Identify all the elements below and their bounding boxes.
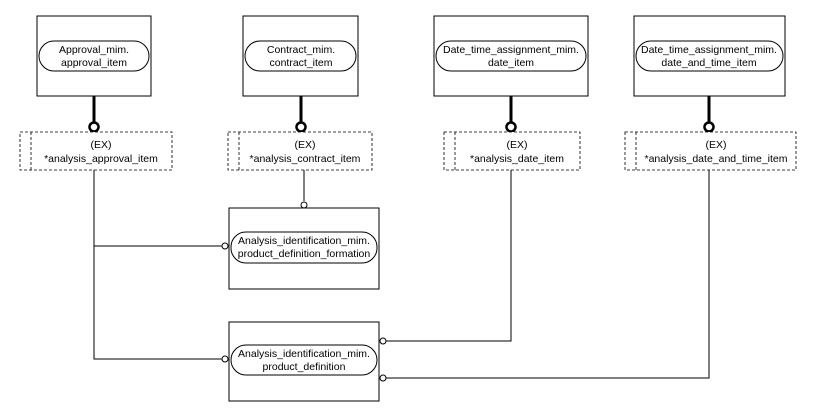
select-analysis-date-and-time-item: (EX) *analysis_date_and_time_item [624,131,797,171]
entity-contract-item-line2: contract_item [269,57,332,69]
entity-date-item-line2: date_item [488,57,534,69]
entity-pdf-line1: Analysis_identification_mim. [238,235,370,247]
entity-pd-line1: Analysis_identification_mim. [238,348,370,360]
relation-end-circle [379,337,387,345]
select-analysis-date-item: (EX) *analysis_date_item [443,131,581,171]
relation-end-circle [379,374,387,382]
relation-end-circle [295,121,307,133]
entity-approval-item-line2: approval_item [61,57,127,69]
select-contract-name: *analysis_contract_item [250,153,361,165]
entity-contract-item-line1: Contract_mim. [267,44,335,56]
entity-pd-line2: product_definition [263,361,346,373]
select-analysis-approval-item: (EX) *analysis_approval_item [19,131,173,171]
relation-end-circle [300,201,308,209]
entity-date-item-line1: Date_time_assignment_mim. [443,44,579,56]
select-analysis-contract-item: (EX) *analysis_contract_item [227,131,373,171]
relation-end-circle [221,355,229,363]
entity-pdf-line2: product_definition_formation [238,248,371,260]
relation-end-circle [505,121,517,133]
relation-end-circle [703,121,715,133]
entity-product-definition-formation: Analysis_identification_mim. product_def… [228,207,380,290]
select-contract-ex: (EX) [295,139,316,151]
select-date-and-time-name: *analysis_date_and_time_item [644,153,787,165]
entity-approval-item: Approval_mim. approval_item [36,15,152,97]
select-date-name: *analysis_date_item [470,153,564,165]
select-date-ex: (EX) [507,139,528,151]
select-approval-ex: (EX) [91,139,112,151]
relation-end-circle [221,242,229,250]
relation-end-circle [88,121,100,133]
entity-approval-item-line1: Approval_mim. [59,44,129,56]
select-relation-lines [93,170,710,382]
entity-date-item: Date_time_assignment_mim. date_item [433,15,589,97]
select-approval-name: *analysis_approval_item [44,153,158,165]
entity-date-and-time-item-line2: date_and_time_item [661,57,756,69]
subtype-relation-lines [88,96,715,133]
entity-date-and-time-item-line1: Date_time_assignment_mim. [641,44,777,56]
entity-product-definition: Analysis_identification_mim. product_def… [228,321,380,402]
select-date-and-time-ex: (EX) [706,139,727,151]
entity-date-and-time-item: Date_time_assignment_mim. date_and_time_… [633,15,786,97]
entity-contract-item: Contract_mim. contract_item [242,15,359,97]
